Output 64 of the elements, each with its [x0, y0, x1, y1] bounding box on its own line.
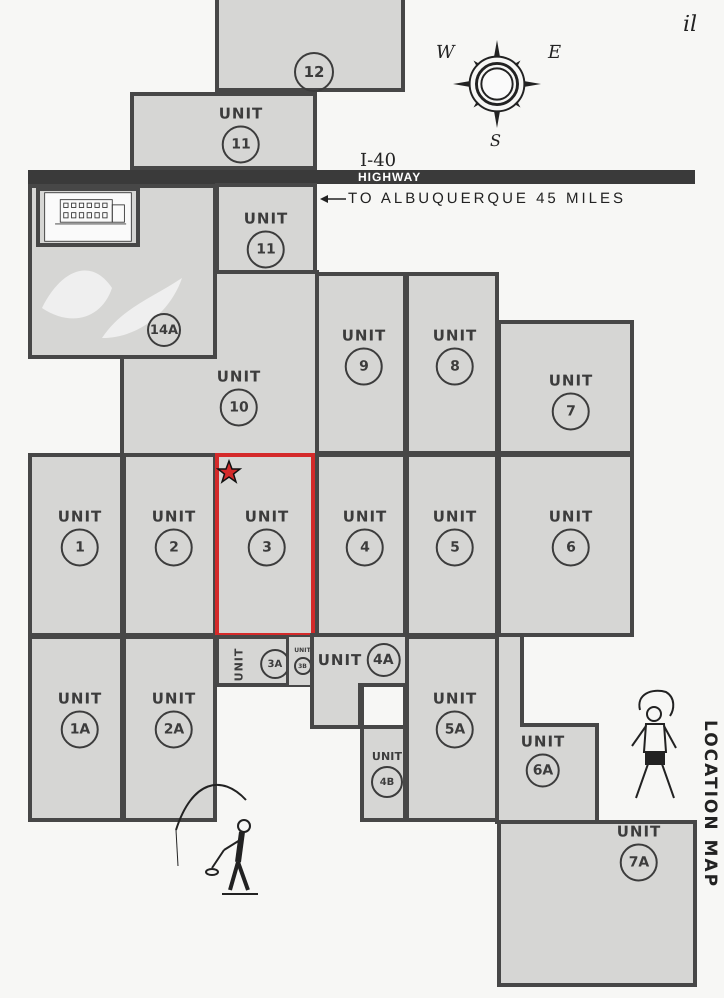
direction-text: TO ALBUQUERQUE 45 MILES	[348, 190, 626, 207]
parcel	[215, 0, 405, 92]
unit-label: UNIT	[342, 326, 386, 344]
unit-label: UNIT	[548, 372, 594, 390]
building-picture	[36, 187, 140, 247]
highway-band	[28, 170, 695, 184]
parcel	[215, 453, 315, 637]
parcel	[122, 272, 317, 455]
compass-letter: E	[548, 42, 562, 63]
unit-label: UNIT	[218, 104, 264, 122]
unit-number: 2A	[155, 710, 193, 748]
parcel	[215, 635, 290, 687]
parcel	[497, 453, 634, 637]
unit-number: 5	[436, 528, 474, 566]
compass-letter: W	[436, 42, 455, 63]
parcel	[405, 453, 499, 637]
unit-number: 7	[552, 392, 590, 430]
unit-number: 14A	[147, 313, 181, 347]
unit-number: 8	[436, 348, 474, 386]
parcel	[405, 272, 499, 455]
unit-label: UNIT	[372, 750, 402, 763]
unit-number: 6	[552, 528, 590, 566]
compass-letter: S	[490, 131, 501, 150]
unit-number: 5A	[436, 710, 474, 748]
unit-number: 3	[248, 528, 286, 566]
parcel	[122, 635, 217, 822]
handwritten-note: il	[683, 12, 698, 37]
unit-label: UNIT	[520, 732, 566, 750]
parcel	[28, 453, 124, 637]
unit-number: 1	[61, 528, 99, 566]
unit-label: UNIT	[58, 508, 102, 526]
parcel	[28, 184, 217, 359]
unit-label: UNIT	[216, 368, 262, 386]
unit-number: 7A	[620, 844, 658, 882]
unit-label: UNIT	[318, 651, 362, 669]
unit-label: UNIT	[152, 508, 196, 526]
unit-label: UNIT	[432, 690, 478, 708]
unit-label: UNIT	[58, 690, 102, 708]
parcel	[497, 320, 634, 455]
unit-label: UNIT	[432, 326, 478, 344]
unit-label: UNIT	[244, 210, 288, 228]
unit-label: UNIT	[616, 822, 662, 840]
unit-label: UNIT	[232, 647, 246, 681]
parcel	[497, 635, 597, 822]
unit-number: 4	[346, 528, 384, 566]
unit-number: 4B	[371, 766, 403, 798]
parcel	[497, 820, 697, 987]
highway-label: HIGHWAY	[358, 170, 422, 184]
unit-number: 6A	[526, 754, 560, 788]
route-label: I-40	[360, 150, 396, 171]
unit-number: 9	[345, 348, 383, 386]
unit-number: 2	[155, 528, 193, 566]
unit-number: 1A	[61, 710, 99, 748]
unit-label: UNIT	[548, 508, 594, 526]
parcel	[28, 635, 124, 822]
parcel	[130, 92, 317, 170]
unit-number: 4A	[366, 643, 400, 677]
unit-label: UNIT	[342, 508, 388, 526]
unit-number: 10	[220, 388, 258, 426]
unit-number: 11	[222, 126, 260, 164]
unit-label: UNIT	[244, 508, 290, 526]
unit-label: UNIT	[432, 508, 478, 526]
unit-label: UNIT	[152, 690, 196, 708]
map-title: LOCATION MAP	[700, 720, 720, 888]
